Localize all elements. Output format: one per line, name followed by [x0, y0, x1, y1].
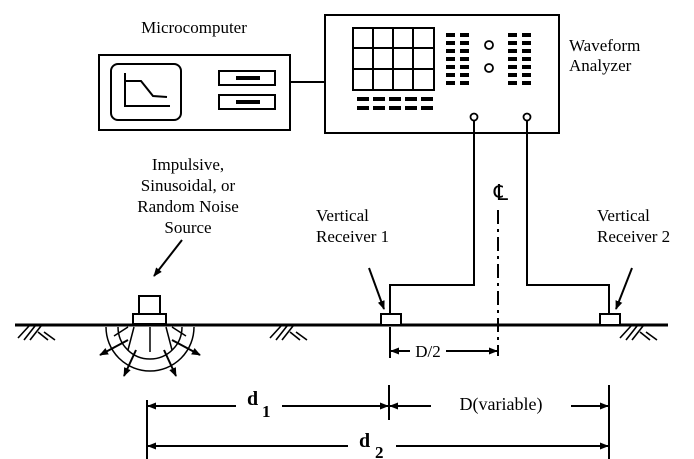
wave-arrows	[99, 339, 201, 377]
d2-label: d	[359, 430, 370, 452]
source-label-line2: Sinusoidal, or	[141, 176, 236, 195]
source-label-line4: Source	[164, 218, 211, 237]
receiver-1-label-line2: Receiver 1	[316, 227, 389, 246]
analyzer-knob-2	[484, 63, 494, 73]
waveform-analyzer-label-line1: Waveform	[569, 36, 640, 55]
input-jack-1	[469, 112, 479, 122]
source-label-line1: Impulsive,	[152, 155, 224, 174]
waveform-analyzer	[324, 14, 560, 134]
spacing-label: D(variable)	[460, 394, 543, 415]
receiver-2-label-line1: Vertical	[597, 206, 650, 225]
source	[132, 295, 167, 325]
analyzer-soft-keys	[357, 97, 433, 110]
cable-receiver-1	[389, 121, 475, 314]
wave-propagation	[105, 326, 195, 372]
ground-hatching	[17, 325, 658, 341]
analyzer-screen	[352, 27, 435, 91]
receiver-1-pointer-arrow	[368, 267, 385, 310]
d1-subscript: 1	[262, 402, 271, 421]
cable-receiver-2	[526, 121, 610, 314]
microcomputer	[98, 54, 291, 131]
monitor-screen	[110, 63, 182, 121]
screen-curve	[124, 73, 170, 107]
receiver-2-label-line2: Receiver 2	[597, 227, 670, 246]
input-jack-2	[522, 112, 532, 122]
receiver-2-pointer-arrow	[615, 267, 633, 310]
d-half-label: D/2	[415, 342, 441, 361]
source-label-line3: Random Noise	[137, 197, 239, 216]
receiver-1	[380, 313, 402, 326]
analyzer-knob-1	[484, 40, 494, 50]
source-pointer-arrow	[153, 239, 183, 277]
d-half-label-bg	[410, 339, 446, 361]
d1-label-bg	[236, 383, 282, 419]
analyzer-keypad-right	[508, 33, 531, 85]
analyzer-keypad-left	[446, 33, 469, 85]
d1-label: d	[247, 388, 258, 410]
microcomputer-label: Microcomputer	[141, 18, 247, 37]
spacing-label-bg	[431, 390, 571, 418]
waveform-analyzer-label-line2: Analyzer	[569, 56, 632, 75]
centerline-symbol: ℄	[493, 180, 509, 205]
d2-subscript: 2	[375, 443, 384, 459]
receiver-2	[599, 313, 621, 326]
d2-label-bg	[348, 428, 396, 459]
receiver-1-label-line1: Vertical	[316, 206, 369, 225]
